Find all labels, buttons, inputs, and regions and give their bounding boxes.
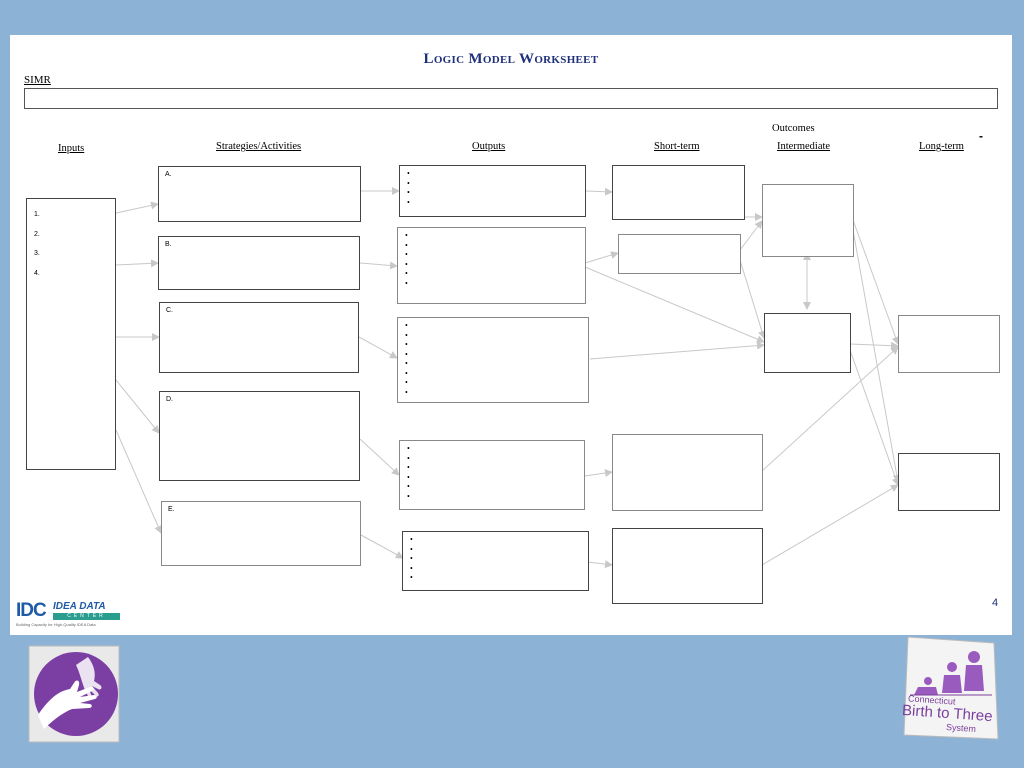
arrow-st4-lt2 — [761, 484, 899, 566]
input-item: 2. — [34, 230, 40, 238]
birth-to-three-logo: Connecticut Birth to Three System — [902, 635, 1000, 743]
output-box-5[interactable]: • • • • • — [402, 531, 589, 591]
arrow-input-a — [115, 201, 159, 214]
inputs-heading: Inputs — [58, 143, 85, 154]
outputs-heading: Outputs — [472, 141, 506, 152]
hands-logo — [28, 645, 120, 743]
arrow-out5-st4 — [587, 560, 613, 569]
short-term-box-2[interactable] — [618, 234, 741, 274]
input-item: 4. — [34, 269, 40, 277]
output-bullets: • • • • • — [410, 535, 413, 582]
idc-tagline: Building Capacity for High-Quality IDEA … — [16, 622, 96, 627]
arrow-st3-lt1 — [761, 346, 899, 472]
strategy-label: A. — [165, 171, 172, 178]
strategy-label: D. — [166, 396, 173, 403]
arrow-out3-int2 — [589, 341, 765, 360]
intermediate-heading: Intermediate — [777, 141, 831, 152]
simr-field[interactable] — [24, 88, 998, 109]
short-term-heading: Short-term — [654, 141, 700, 152]
strategy-box-d[interactable]: D. — [159, 391, 360, 481]
output-bullets: • • • • • • — [407, 444, 410, 501]
simr-label: SIMR — [24, 74, 51, 86]
short-term-box-1[interactable] — [612, 165, 745, 220]
arrow-b-out2 — [359, 261, 398, 270]
arrow-input-e — [115, 429, 162, 534]
strategy-box-a[interactable]: A. — [158, 166, 361, 222]
strategy-box-c[interactable]: C. — [159, 302, 359, 373]
outcomes-heading: Outcomes — [772, 123, 815, 134]
output-bullets: • • • • • • • • — [405, 321, 408, 397]
strategy-label: C. — [166, 307, 173, 314]
arrow-input-b — [115, 259, 159, 268]
arrow-out2-int2 — [584, 266, 765, 343]
arrow-int2-lt2 — [849, 349, 900, 486]
output-box-3[interactable]: • • • • • • • • — [397, 317, 589, 403]
arrow-out2-st2 — [584, 251, 619, 264]
output-bullets: • • • • • • — [405, 231, 408, 288]
strategy-label: E. — [168, 506, 175, 513]
worksheet-slide: Logic Model Worksheet SIMR Outcomes - In… — [10, 35, 1012, 635]
arrow-st2-int1 — [739, 220, 763, 251]
input-item: 3. — [34, 250, 40, 257]
arrow-d-out4 — [359, 438, 400, 476]
arrow-e-out5 — [360, 534, 404, 559]
arrow-int1-lt2 — [852, 229, 901, 483]
strategy-box-b[interactable]: B. — [158, 236, 360, 290]
strategies-heading: Strategies/Activities — [216, 141, 302, 152]
arrow-input-d — [115, 379, 160, 434]
intermediate-box-1[interactable] — [762, 184, 854, 257]
arrow-out1-st1 — [585, 187, 613, 196]
arrow-out4-st3 — [584, 469, 613, 477]
output-box-1[interactable]: • • • • — [399, 165, 586, 217]
long-term-box-2[interactable] — [898, 453, 1000, 511]
idc-logo: IDC IDEA DATA CENTER Building Capacity f… — [16, 598, 126, 628]
idc-mark: IDC — [16, 600, 47, 621]
long-term-box-1[interactable] — [898, 315, 1000, 373]
worksheet-title: Logic Model Worksheet — [423, 51, 599, 67]
intermediate-box-2[interactable] — [764, 313, 851, 373]
inputs-box[interactable]: 1. 2. 3. 4. — [26, 198, 116, 470]
short-term-box-3[interactable] — [612, 434, 763, 511]
long-term-heading: Long-term — [919, 141, 964, 152]
arrow-int2-lt1 — [849, 341, 899, 350]
page-number: 4 — [992, 597, 999, 609]
output-bullets: • • • • — [407, 169, 410, 207]
idc-sub: CENTER — [53, 613, 120, 620]
connector-arrows — [115, 187, 901, 569]
output-box-4[interactable]: • • • • • • — [399, 440, 585, 510]
ct-line3: System — [945, 721, 977, 735]
idc-name: IDEA DATA — [53, 601, 106, 612]
inputs-list: 1. 2. 3. 4. — [34, 205, 40, 283]
arrow-st2-int2 — [739, 259, 766, 339]
output-box-2[interactable]: • • • • • • — [397, 227, 586, 304]
arrow-int1-lt1 — [852, 219, 900, 345]
strategy-box-e[interactable]: E. — [161, 501, 361, 566]
input-item: 1. — [34, 211, 40, 218]
short-term-box-4[interactable] — [612, 528, 763, 604]
strategy-label: B. — [165, 241, 172, 248]
stray-mark: - — [979, 129, 983, 143]
arrow-c-out3 — [358, 336, 398, 359]
